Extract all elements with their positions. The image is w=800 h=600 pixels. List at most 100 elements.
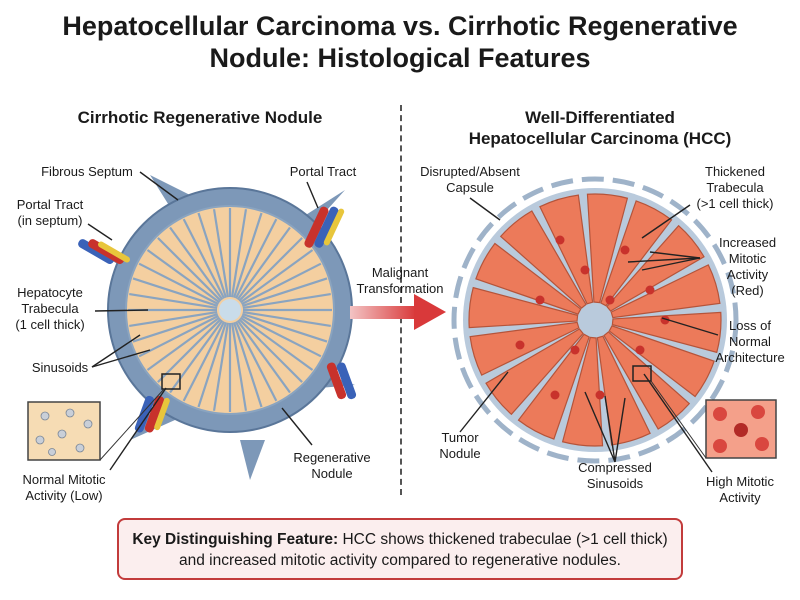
- right-title-line-1: Well-Differentiated: [525, 108, 675, 127]
- title-line-2: Nodule: Histological Features: [209, 43, 591, 73]
- label-compressed-sinusoids: Compressed Sinusoids: [578, 460, 652, 491]
- sinusoid-line: [236, 319, 291, 394]
- tumor-cord: [539, 194, 594, 305]
- sinusoid-line: [238, 237, 303, 302]
- label-portal-tract-septum: Portal Tract (in septum): [16, 197, 84, 228]
- label-regenerative-nodule: Regenerative Nodule: [293, 450, 371, 481]
- sinusoid-line: [234, 321, 278, 402]
- mitotic-figure: [550, 390, 560, 400]
- title-line-1: Hepatocellular Carcinoma vs. Cirrhotic R…: [62, 11, 738, 41]
- left-leader-lines: [87, 171, 319, 471]
- disrupted-capsule: [451, 176, 739, 464]
- key-feature-line-1: Key Distinguishing Feature: HCC shows th…: [119, 529, 681, 550]
- label-hepatocyte-trabecula: Hepatocyte Trabecula (1 cell thick): [15, 285, 85, 332]
- key-feature-heading: Key Distinguishing Feature:: [132, 531, 339, 548]
- mitotic-figure: [620, 245, 630, 255]
- inset-nuclei: [35, 408, 93, 456]
- sinusoid-line: [232, 322, 263, 408]
- sinusoid-line: [236, 226, 291, 301]
- sinusoid-line: [169, 226, 224, 301]
- label-disrupted-capsule: Disrupted/Absent Capsule: [420, 164, 520, 195]
- mitotic-figure: [645, 285, 655, 295]
- sinusoid-line: [239, 249, 314, 304]
- tumor-cord: [611, 311, 722, 354]
- label-portal-tract: Portal Tract: [289, 164, 357, 179]
- sinusoid-line: [238, 318, 303, 383]
- sinusoid-line: [241, 262, 322, 306]
- sinusoid-line: [182, 218, 226, 299]
- sinusoid-line: [146, 249, 221, 304]
- tumor-cord: [469, 321, 580, 376]
- sinusoid-line: [212, 209, 230, 298]
- left-panel-title: Cirrhotic Regenerative Nodule: [77, 108, 323, 127]
- label-high-mitotic-activity: High Mitotic Activity: [706, 474, 774, 505]
- sinusoid-line: [197, 322, 228, 408]
- sinusoid-line: [212, 322, 230, 411]
- sinusoid-line: [242, 310, 331, 328]
- mitotic-figure: [595, 390, 605, 400]
- sinusoid-line: [242, 277, 328, 308]
- tumor-cord: [610, 264, 721, 319]
- mitotic-figure: [535, 295, 545, 305]
- sinusoid-line: [146, 316, 221, 371]
- tumor-cord: [499, 210, 587, 309]
- central-vein: [219, 299, 241, 321]
- mitotic-figure: [605, 295, 615, 305]
- thickened-trabeculae: [468, 193, 722, 447]
- sinusoid-line: [157, 237, 222, 302]
- tumor-cord: [517, 333, 590, 440]
- mitotic-figure: [515, 340, 525, 350]
- sinusoid-line: [182, 321, 226, 402]
- sinusoid-line: [197, 212, 228, 298]
- sinusoid-line: [157, 318, 222, 383]
- mitotic-figures: [515, 235, 670, 400]
- page-title: Hepatocellular Carcinoma vs. Cirrhotic R…: [0, 10, 800, 74]
- sinusoid-line: [132, 312, 218, 343]
- sinusoid-line: [129, 310, 218, 328]
- key-feature-text-1: HCC shows thickened trabeculae (>1 cell …: [338, 531, 668, 548]
- septum-extension: [240, 440, 265, 480]
- sinusoid-lines: [128, 208, 332, 412]
- mitotic-figure: [580, 265, 590, 275]
- sinusoid-line: [138, 262, 219, 306]
- label-thickened-trabecula: Thickened Trabecula (>1 cell thick): [696, 164, 774, 211]
- tumor-cord: [606, 224, 705, 312]
- label-increased-mitotic-activity: Increased Mitotic Activity (Red): [718, 235, 777, 298]
- mitotic-figure: [635, 345, 645, 355]
- sinusoid-line: [242, 292, 331, 310]
- right-title-line-2: Hepatocellular Carcinoma (HCC): [468, 129, 732, 148]
- mitotic-figure: [555, 235, 565, 245]
- sinusoid-line: [241, 314, 322, 358]
- sinusoid-line: [239, 316, 314, 371]
- inset-connector: [99, 388, 165, 461]
- zoom-box-small-hcc: [632, 365, 652, 382]
- sinusoid-line: [230, 322, 248, 411]
- tumor-cord: [600, 200, 673, 307]
- malignant-transformation-arrow: [350, 294, 446, 330]
- sinusoid-line: [230, 209, 248, 298]
- right-panel-title: Well-Differentiated Hepatocellular Carci…: [430, 107, 770, 149]
- sinusoid-line: [169, 319, 224, 394]
- sinusoid-line: [242, 312, 328, 343]
- label-sinusoids: Sinusoids: [31, 360, 89, 375]
- label-normal-mitotic-activity: Normal Mitotic Activity (Low): [22, 472, 106, 503]
- sinusoid-line: [232, 212, 263, 298]
- hcc-inset-connector: [650, 380, 707, 459]
- key-feature-text-2: and increased mitotic activity compared …: [179, 552, 621, 569]
- tumor-cord: [608, 325, 715, 398]
- label-fibrous-septum: Fibrous Septum: [41, 164, 133, 179]
- portal-tract-vessels: [78, 206, 357, 433]
- mitotic-figure: [570, 345, 580, 355]
- zoom-box-small: [161, 373, 181, 390]
- label-tumor-nodule: Tumor Nodule: [439, 430, 481, 461]
- tumor-cord: [561, 336, 604, 447]
- tumor-cord: [468, 286, 579, 329]
- sinusoid-line: [129, 292, 218, 310]
- key-feature-box: Key Distinguishing Feature: HCC shows th…: [117, 518, 683, 580]
- sinusoid-line: [138, 314, 219, 358]
- sinusoid-line: [132, 277, 218, 308]
- tumor-cord: [475, 242, 582, 315]
- sinusoid-line: [234, 218, 278, 299]
- tumor-cord: [586, 193, 629, 304]
